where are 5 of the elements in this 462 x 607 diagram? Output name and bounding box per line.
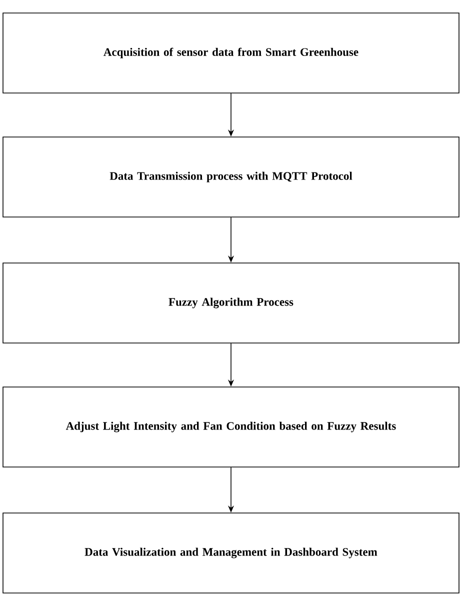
process-box: Data Visualization and Management in Dashboard System [2, 512, 460, 594]
process-box: Fuzzy Algorithm Process [2, 262, 460, 344]
process-box: Data Transmission process with MQTT Protocol [2, 136, 460, 218]
process-box: Adjust Light Intensity and Fan Condition based on Fuzzy Results [2, 386, 460, 468]
process-box: Acquisition of sensor data from Smart Greenhouse [2, 12, 460, 94]
